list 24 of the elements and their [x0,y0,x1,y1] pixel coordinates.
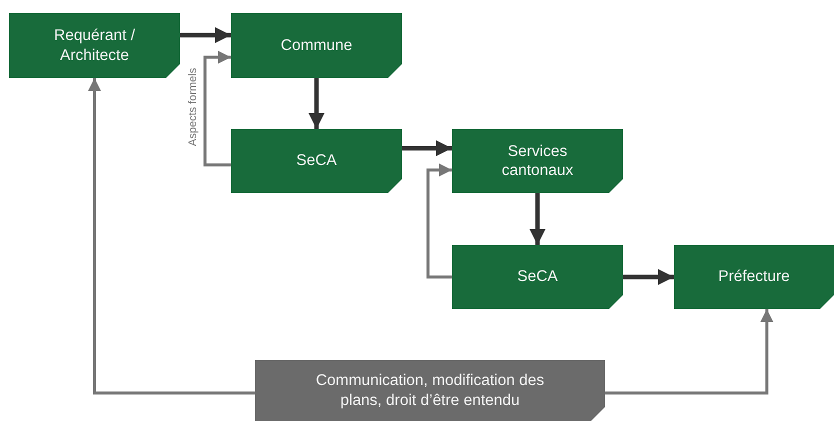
node-label: Requérant / Architecte [53,26,136,65]
process-box [452,245,623,309]
process-box [231,129,402,193]
process-box [9,13,180,78]
arrow [88,78,255,394]
note-box [255,360,605,421]
arrow [308,78,324,129]
node-label: Commune [280,36,352,56]
arrow [402,140,452,156]
process-box [674,245,834,309]
arrow [605,309,774,394]
arrow [530,193,546,245]
process-box [231,13,402,78]
arrow [204,50,231,166]
node-label: Préfecture [718,267,790,287]
node-label: Services cantonaux [500,142,574,180]
arrow [180,27,231,44]
arrow [426,163,452,278]
process-box [452,129,623,193]
node-label: SeCA [517,267,558,287]
node-label: Communication, modification des plans, droit d’être entendu [315,371,545,410]
node-label: SeCA [296,151,337,171]
arrow [623,269,674,285]
edge-label: Aspects formels [187,68,199,146]
